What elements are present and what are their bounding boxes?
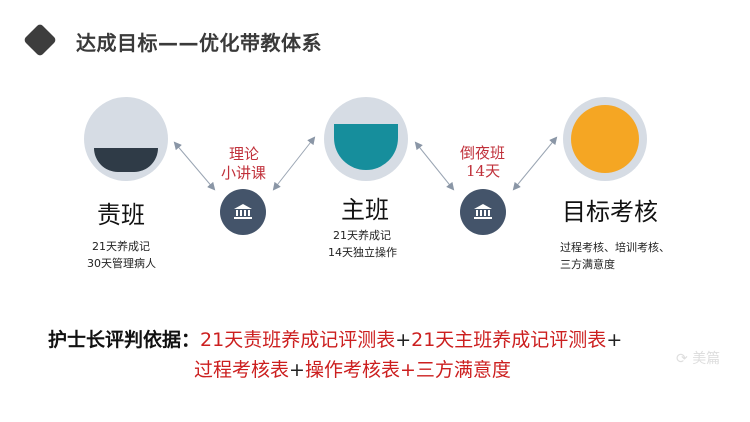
criteria-item: 操作考核表 [304,359,400,381]
stage-circle-zeban [84,97,168,181]
criteria-item: 21天主班养成记评测表 [411,329,607,351]
connector-note: 理论 [229,145,260,163]
criteria-item: 过程考核表 [194,359,290,381]
stage-label: 目标考核 [562,198,658,226]
stage-circle-target [563,97,647,181]
connector-note: 小讲课 [221,164,267,182]
stage-detail: 21天养成记 [333,229,391,242]
watermark-logo-icon: ⟳ [676,351,693,367]
stage-circle-zhuban [324,97,408,181]
page-title: 达成目标——优化带教体系 [76,31,322,55]
connector-note: 倒夜班 [460,144,506,162]
plus-sign: + [289,359,305,381]
criteria-item: 21天责班养成记评测表 [200,329,396,351]
stage-detail: 过程考核、培训考核、 [560,241,670,254]
institution-icon [460,189,506,235]
evaluation-criteria: 护士长评判依据：21天责班养成记评测表+21天主班养成记评测表+ 过程考核表+操… [48,325,622,385]
plus-sign: + [399,359,416,381]
stage-detail: 21天养成记 [92,240,150,253]
stage-detail: 三方满意度 [560,258,615,271]
stage-label: 责班 [97,201,145,229]
level-fill [94,148,158,172]
connector-note: 14天 [466,162,501,180]
institution-icon [220,189,266,235]
watermark: ⟳ 美篇 [676,351,721,367]
stage-detail: 30天管理病人 [87,257,156,270]
criteria-line-1: 护士长评判依据：21天责班养成记评测表+21天主班养成记评测表+ [48,325,622,355]
criteria-line-2: 过程考核表+操作考核表+三方满意度 [48,355,622,385]
level-fill [334,124,398,170]
criteria-item: 三方满意度 [415,359,511,381]
plus-sign: + [395,329,412,351]
stage-label: 主班 [341,196,389,224]
stage-detail: 14天独立操作 [328,246,397,259]
criteria-lead: 护士长评判依据： [48,329,201,351]
plus-sign: + [606,329,623,351]
level-fill [571,105,639,173]
